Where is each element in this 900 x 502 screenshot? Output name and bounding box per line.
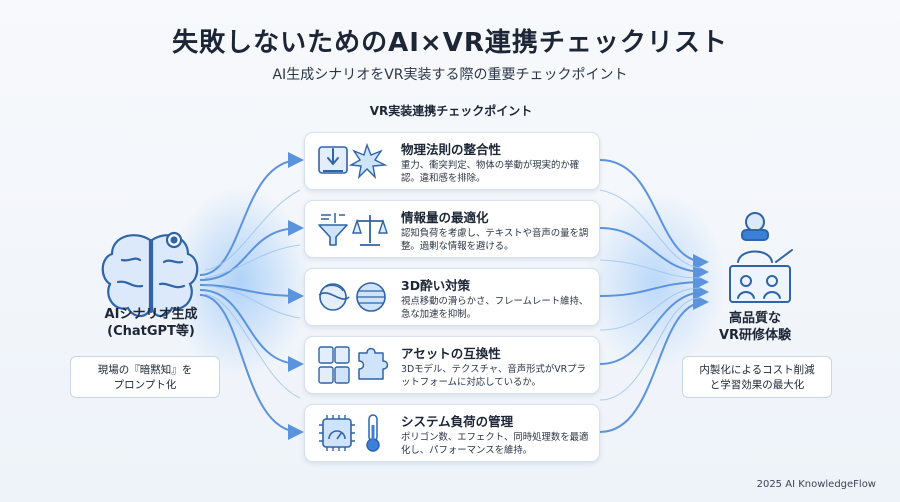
target-node-label: 高品質な VR研修体験 [700,310,810,344]
source-node-label: AIシナリオ生成 (ChatGPT等) [82,306,220,340]
checkpoint-desc: 3Dモデル、テクスチャ、音声形式がVRプラットフォームに対応しているか。 [401,364,586,388]
arrow-from-checkpoint-4 [599,284,709,365]
motion-sickness-icon [318,282,386,312]
checkpoint-title: アセットの互換性 [401,346,501,361]
arrow-to-checkpoint-4 [199,289,304,372]
physics-collision-icon [318,142,388,180]
page-subtitle: AI生成シナリオをVR実装する際の重要チェックポイント [272,67,628,83]
arrow-from-checkpoint-1 [599,159,709,270]
arrow-from-checkpoint-3 [599,274,709,297]
source-label-line1: AIシナリオ生成 [104,307,198,322]
checkpoint-card-physics: 物理法則の整合性 重力、衝突判定、物体の挙動が現実的か確認。違和感を排除。 [304,132,600,190]
source-label-line2: (ChatGPT等) [107,324,195,339]
checkpoint-title: 情報量の最適化 [401,210,489,225]
checkpoint-desc: 認知負荷を考慮し、テキストや音声の量を調整。過剰な情報を避ける。 [401,228,589,252]
arrow-to-checkpoint-2 [199,220,304,281]
source-note: 現場の『暗黙知』を プロンプト化 [70,356,220,398]
checkpoint-desc: 重力、衝突判定、物体の挙動が現実的か確認。違和感を排除。 [401,160,580,184]
target-note: 内製化によるコスト削減 と学習効果の最大化 [682,356,832,398]
checkpoint-card-system: システム負荷の管理 ポリゴン数、エフェクト、同時処理数を最適化し、パフォーマンス… [304,404,600,462]
target-note-line2: と学習効果の最大化 [709,379,805,391]
source-note-line1: 現場の『暗黙知』を [97,364,193,376]
checkpoint-title: システム負荷の管理 [401,414,514,429]
file-puzzle-icon [318,346,389,384]
cpu-thermometer-icon [319,414,380,452]
checkpoint-title: 3D酔い対策 [401,278,471,293]
left-light-rays [204,189,301,399]
brain-gear-icon [101,231,199,318]
glow-left [170,187,310,377]
checkpoint-card-motion: 3D酔い対策 視点移動の滑らかさ、フレームレート維持、急な加速を抑制。 [304,268,600,326]
arrow-to-checkpoint-1 [199,152,304,276]
checkpoint-card-info: 情報量の最適化 認知負荷を考慮し、テキストや音声の量を調整。過剰な情報を避ける。 [304,200,600,258]
checkpoint-card-assets: アセットの互換性 3Dモデル、テクスチャ、音声形式がVRプラットフォームに対応し… [304,336,600,394]
section-title: VR実装連携チェックポイント [369,104,533,118]
checkpoint-desc: 視点移動の滑らかさ、フレームレート維持、急な加速を抑制。 [401,296,589,320]
source-note-line2: プロンプト化 [113,379,177,391]
checkpoint-title: 物理法則の整合性 [401,142,502,157]
checkpoint-desc: ポリゴン数、エフェクト、同時処理数を最適化し、パフォーマンスを維持。 [401,432,589,456]
arrow-to-checkpoint-3 [199,284,304,304]
arrow-from-checkpoint-2 [599,227,709,280]
arrow-to-checkpoint-5 [199,294,304,440]
filter-scale-icon [318,213,388,246]
arrow-from-checkpoint-5 [599,294,709,433]
footer-credit: 2025 AI KnowledgeFlow [756,479,876,490]
right-light-rays [599,189,701,401]
target-label-line2: VR研修体験 [718,328,792,343]
vr-headset-training-icon [729,212,793,303]
page-title: 失敗しないためのAI×VR連携チェックリスト [172,28,728,58]
target-label-line1: 高品質な [728,311,781,326]
target-note-line1: 内製化によるコスト削減 [699,364,815,376]
